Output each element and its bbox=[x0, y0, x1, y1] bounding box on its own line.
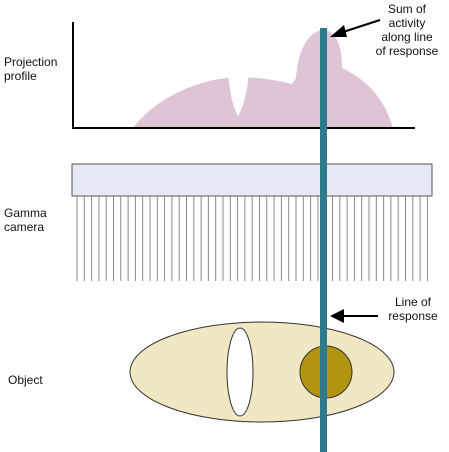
line-of-response-label: Line of response bbox=[388, 295, 438, 323]
object-cold-region bbox=[226, 327, 254, 417]
collimator-septa bbox=[76, 196, 428, 281]
object-label: Object bbox=[8, 373, 43, 387]
sum-arrow-head bbox=[330, 25, 347, 37]
sum-arrow-shaft bbox=[339, 19, 381, 34]
object-body bbox=[129, 321, 395, 423]
sum-of-activity-label: Sum of activity along line of response bbox=[375, 2, 439, 58]
profile-notch bbox=[228, 70, 249, 116]
line-arrow-head bbox=[330, 309, 344, 323]
line-of-response bbox=[320, 28, 327, 452]
projection-profile-curve bbox=[133, 30, 393, 128]
projection-profile-label: Projection profile bbox=[4, 55, 58, 83]
gamma-camera-label: Gamma camera bbox=[4, 206, 47, 234]
gamma-camera-crystal bbox=[71, 163, 433, 197]
